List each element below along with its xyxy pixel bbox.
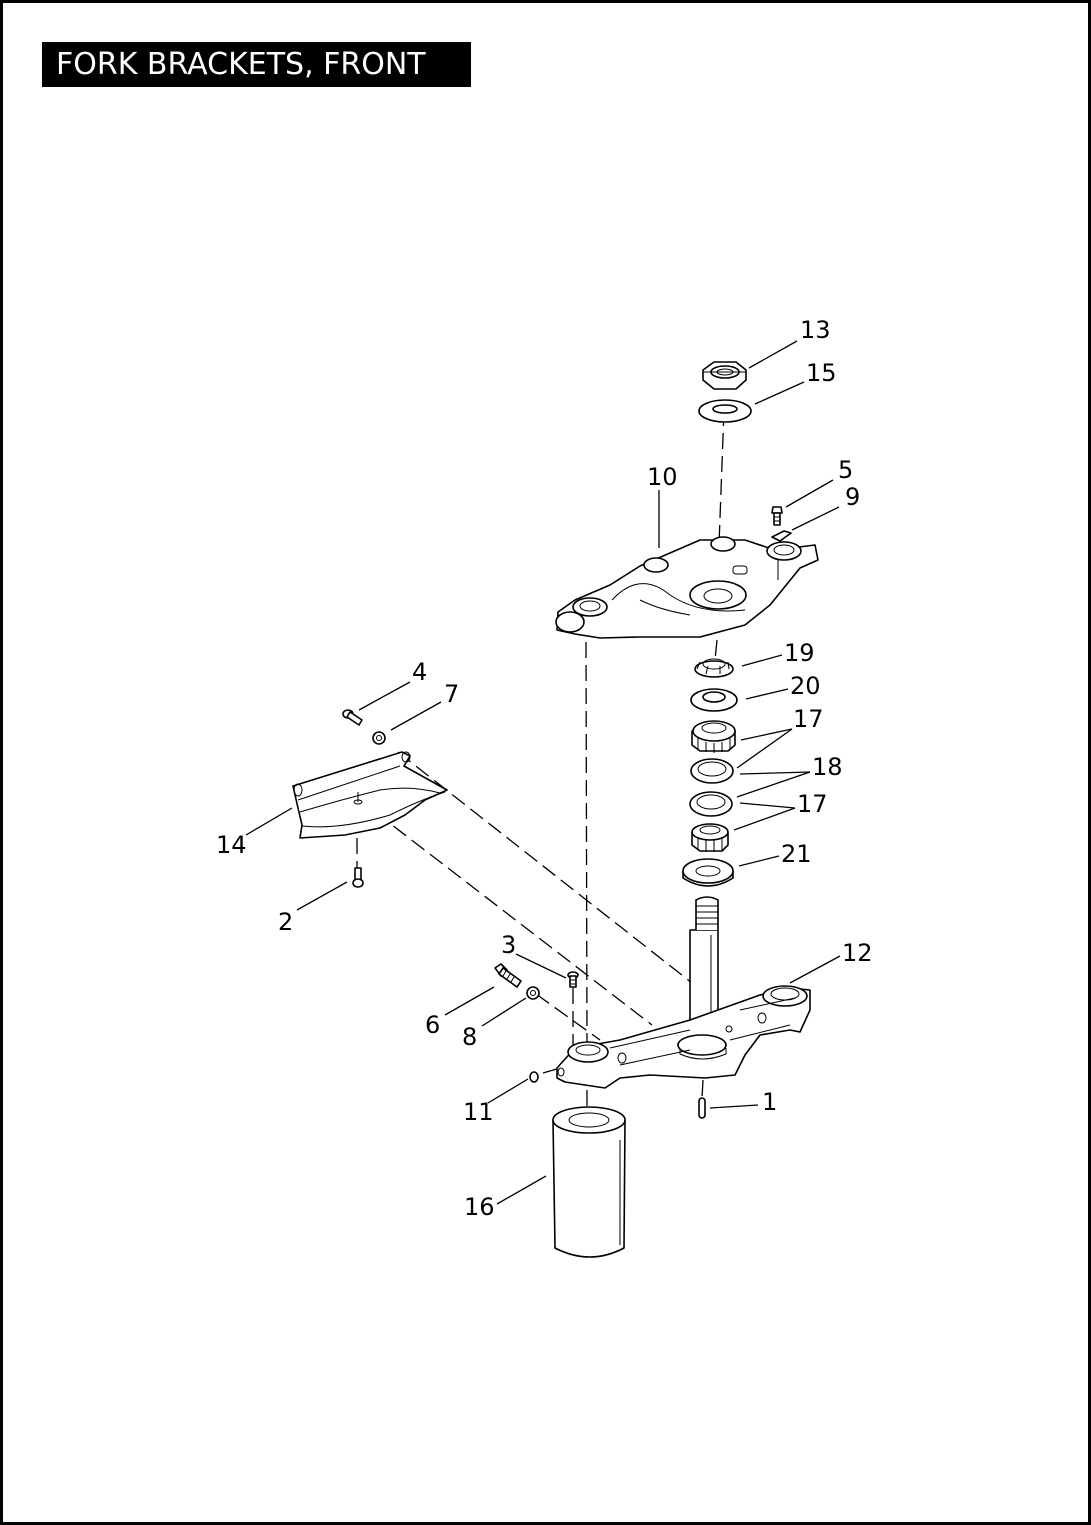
part-6-bolt (494, 963, 522, 988)
callout-17-lower: 17 (797, 790, 828, 818)
callout-6: 6 (425, 1011, 440, 1039)
callout-21: 21 (781, 840, 812, 868)
part-15-washer (698, 399, 752, 423)
assembly-lines (356, 409, 725, 1112)
part-10-upper-fork-bracket (555, 536, 819, 639)
part-21-seal (682, 858, 734, 887)
callout-3: 3 (501, 931, 516, 959)
part-12-lower-fork-bracket (556, 896, 811, 1089)
part-4-screw (342, 709, 363, 726)
callout-labels: 13 15 10 5 9 19 20 17 18 17 21 4 7 14 2 … (216, 316, 873, 1221)
callout-11: 11 (463, 1098, 494, 1126)
callout-13: 13 (800, 316, 831, 344)
part-5-screw (771, 506, 783, 526)
part-18-race-lower (689, 791, 733, 817)
callout-12: 12 (842, 939, 873, 967)
page-title: FORK BRACKETS, FRONT (42, 42, 471, 87)
callout-7: 7 (444, 680, 459, 708)
callout-5: 5 (838, 456, 853, 484)
callout-4: 4 (412, 658, 427, 686)
callout-2: 2 (278, 908, 293, 936)
part-2-screw (352, 867, 364, 888)
callout-18: 18 (812, 753, 843, 781)
callout-16: 16 (464, 1193, 495, 1221)
callout-14: 14 (216, 831, 247, 859)
callout-8: 8 (462, 1023, 477, 1051)
part-16-tube (552, 1106, 626, 1258)
callout-19: 19 (784, 639, 815, 667)
part-1-pin (698, 1097, 706, 1119)
callout-20: 20 (790, 672, 821, 700)
part-8-washer (526, 986, 540, 1000)
part-3-screw (567, 971, 579, 988)
part-11-plug (529, 1071, 539, 1083)
part-20-washer (690, 688, 738, 712)
part-14-cover (292, 751, 448, 839)
callout-10: 10 (647, 463, 678, 491)
part-7-washer (372, 731, 386, 745)
callout-1: 1 (762, 1088, 777, 1116)
part-18-race-upper (690, 758, 734, 784)
leader-lines (245, 340, 841, 1205)
callout-9: 9 (845, 483, 860, 511)
part-17-bearing-upper (691, 720, 736, 753)
part-19-locknut (694, 658, 734, 678)
part-9-clip (771, 530, 792, 542)
part-17-bearing-lower (691, 823, 729, 852)
part-13-nut (702, 361, 747, 390)
callout-17-upper: 17 (793, 705, 824, 733)
callout-15: 15 (806, 359, 837, 387)
